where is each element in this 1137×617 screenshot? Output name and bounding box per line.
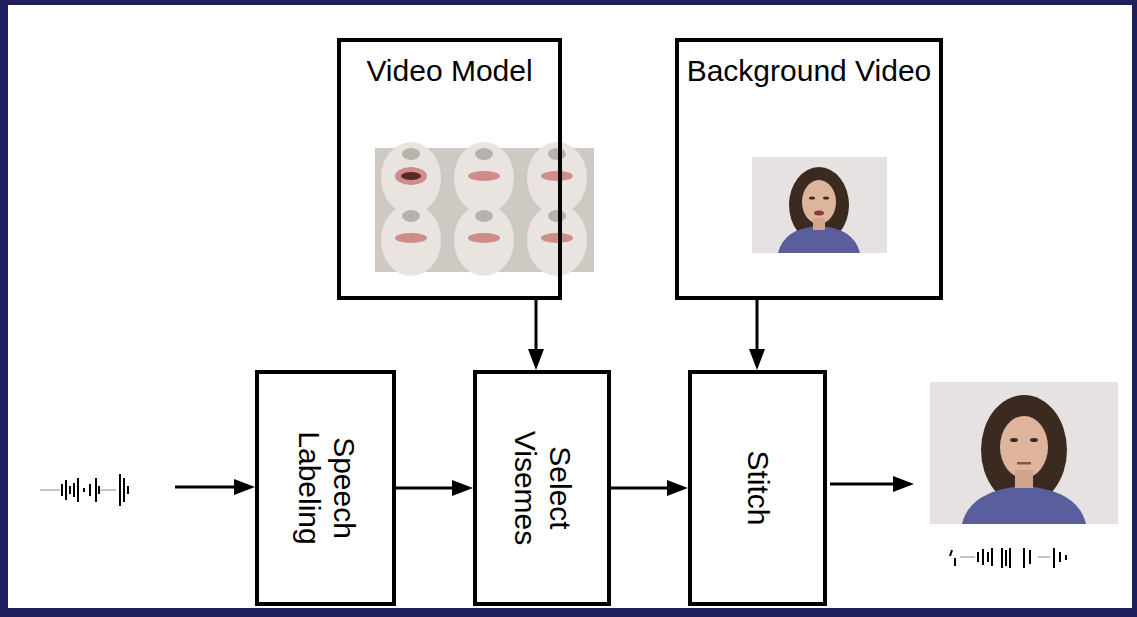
face-crop: [381, 204, 441, 276]
output-photo: [930, 382, 1118, 524]
background-photo: [752, 157, 887, 253]
output-arrow: [830, 476, 914, 492]
box-label: Speech Labeling: [291, 408, 360, 568]
process-box: Video Model: [337, 38, 562, 300]
box-label: Video Model: [341, 54, 558, 89]
input-waveform: [40, 474, 128, 506]
box-label: Stitch: [740, 408, 775, 568]
input-arrow: [175, 479, 255, 495]
face-crop: [527, 204, 587, 276]
flow-arrow: [611, 480, 688, 496]
process-box: Select Visemes: [473, 370, 611, 606]
flow-arrow: [528, 300, 544, 370]
face-crop: [454, 204, 514, 276]
face-crop: [527, 142, 587, 214]
box-label: Background Video: [679, 54, 939, 89]
process-box: Background Video: [675, 38, 943, 300]
process-box: Speech Labeling: [255, 370, 396, 606]
face-crop: [381, 142, 441, 214]
box-label: Select Visemes: [508, 408, 577, 568]
output-waveform: [950, 548, 1066, 568]
process-box: Stitch: [688, 370, 827, 606]
face-crop: [454, 142, 514, 214]
flow-arrow: [749, 300, 765, 370]
flow-arrow: [396, 480, 473, 496]
